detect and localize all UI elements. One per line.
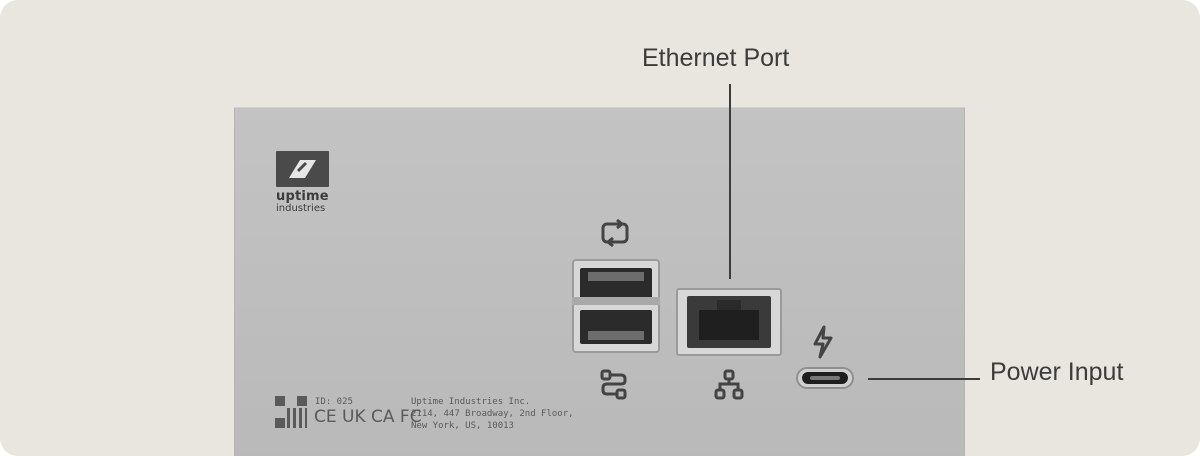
ethernet-callout-label: Ethernet Port (642, 44, 790, 72)
power-input-port[interactable] (796, 367, 854, 389)
brand-wordmark: uptime industries (276, 190, 332, 214)
address-line: New York, US, 10013 (411, 421, 514, 431)
address-line: Uptime Industries Inc. (411, 397, 531, 407)
power-callout-label: Power Input (990, 358, 1124, 386)
brand-sub: industries (276, 203, 326, 214)
ethernet-port[interactable] (676, 288, 782, 356)
sync-icon (599, 218, 631, 251)
brand-logo-icon (276, 151, 329, 187)
device-id: ID: 025 (315, 397, 353, 407)
qr-code-icon (275, 396, 307, 428)
address-line: 2114, 447 Broadway, 2nd Floor, (411, 409, 574, 419)
power-callout-line (868, 378, 980, 380)
ethernet-callout-line (729, 84, 731, 279)
lightning-icon (811, 325, 835, 363)
brand-name: uptime (276, 189, 329, 204)
certification-marks: CE UK CA FC (314, 407, 422, 427)
address-block: Uptime Industries Inc. 2114, 447 Broadwa… (411, 396, 574, 432)
network-icon (713, 369, 745, 405)
usb-port-top[interactable] (580, 268, 652, 302)
usb-route-icon (599, 368, 629, 406)
usb-port-bottom[interactable] (580, 310, 652, 344)
usb-port-pair[interactable] (572, 259, 660, 353)
